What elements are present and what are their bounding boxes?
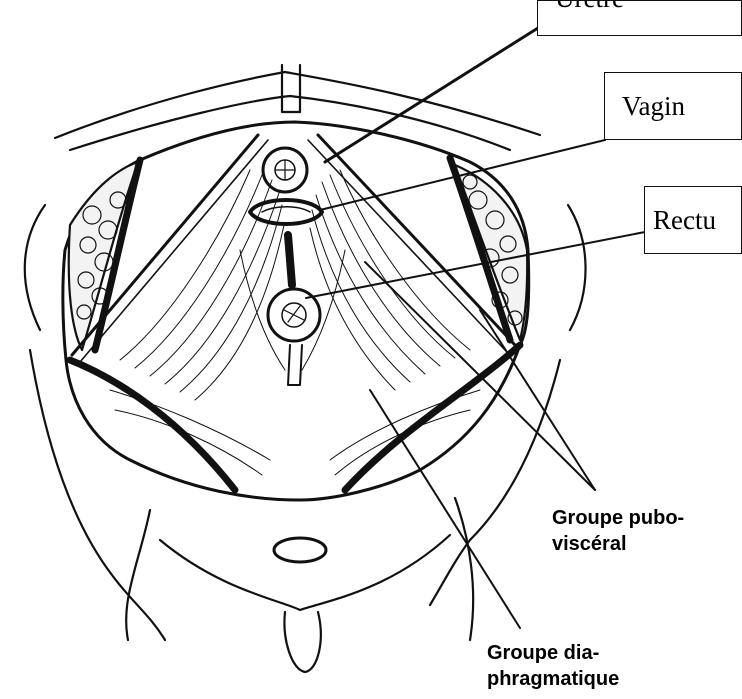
muscle-fibres [110,170,480,475]
sacrum-left [126,510,150,640]
label-dia-line2: phragmatique [487,666,619,692]
coccyx-tip [288,345,302,385]
right-lower-dark-band [345,345,520,490]
perineal-body-dark [288,235,292,285]
leader-line-pubo-2 [480,310,595,490]
sacrum-bottom [160,535,450,610]
sacral-foramen [274,538,326,562]
label-pubo-line2: viscéral [552,531,684,557]
callout-vagin: Vagin [604,72,742,140]
callout-rectum: Rectu [644,186,742,254]
callout-uretre: Urètre [537,0,742,36]
label-groupe-pubo-visceral: Groupe pubo- viscéral [552,505,684,557]
label-pubo-line1: Groupe pubo- [552,505,684,531]
label-groupe-diaphragmatique: Groupe dia- phragmatique [487,640,619,692]
left-thigh-contour [30,350,165,640]
coccyx-bottom [284,612,320,672]
left-side-arc [25,205,45,330]
leader-line-pubo-1 [365,262,595,490]
sacrum-right [455,498,473,640]
label-rectum: Rectu [653,205,716,236]
label-vagin: Vagin [622,91,685,122]
upper-outer-contour [55,72,540,138]
label-dia-line1: Groupe dia- [487,640,619,666]
vagina-opening [250,200,322,224]
label-uretre: Urètre [555,0,624,14]
right-side-arc [568,205,586,330]
right-ischial-pad [455,165,527,340]
leader-line-uretre [325,28,538,162]
